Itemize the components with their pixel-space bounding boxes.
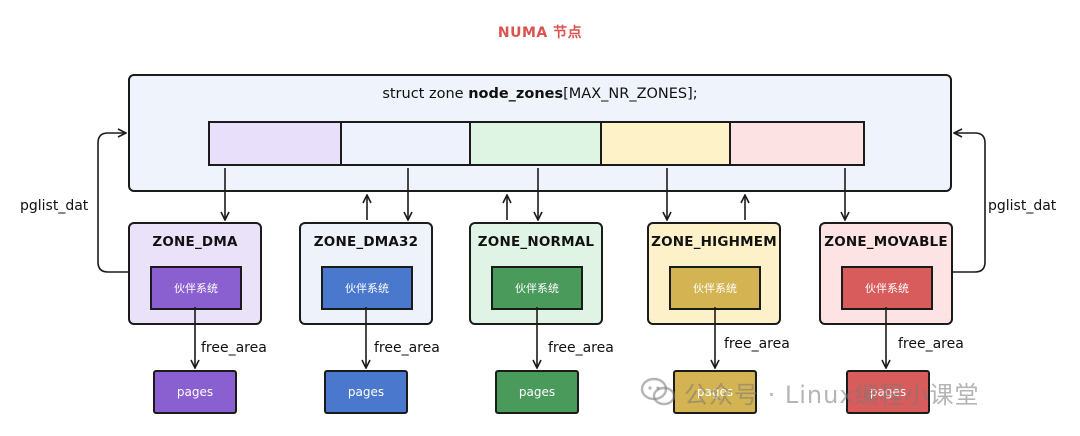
free-area-label-dma32: free_area (374, 340, 440, 356)
buddy-system-box: 伙伴系统 (321, 266, 413, 310)
pglist-loop-left (97, 133, 128, 273)
pglist-dat-label-right: pglist_dat (988, 198, 1057, 214)
array-cell-4 (729, 121, 865, 166)
zone-box-normal: ZONE_NORMAL 伙伴系统 (469, 222, 603, 325)
struct-prefix: struct zone (382, 86, 469, 102)
diagram-title: NUMA 节点 (497, 25, 583, 41)
pages-box-highmem: pages (673, 370, 757, 414)
free-area-label-movable: free_area (898, 336, 964, 352)
buddy-system-box: 伙伴系统 (150, 266, 242, 310)
zone-name: ZONE_NORMAL (477, 234, 595, 250)
pages-box-movable: pages (846, 370, 930, 414)
struct-suffix: [MAX_NR_ZONES]; (563, 86, 698, 102)
zone-name: ZONE_MOVABLE (824, 234, 948, 250)
buddy-system-box: 伙伴系统 (841, 266, 933, 310)
pages-box-normal: pages (495, 370, 579, 414)
array-cell-0 (208, 121, 342, 166)
pglist-dat-label-left: pglist_dat (20, 198, 89, 214)
array-cell-1 (340, 121, 471, 166)
struct-field-name: node_zones (468, 86, 564, 102)
buddy-system-box: 伙伴系统 (669, 266, 761, 310)
zone-name: ZONE_DMA (152, 234, 238, 250)
zone-name: ZONE_DMA32 (313, 234, 419, 250)
struct-declaration: struct zone node_zones[MAX_NR_ZONES]; (128, 86, 952, 102)
free-area-label-dma: free_area (201, 340, 267, 356)
free-area-label-normal: free_area (548, 340, 614, 356)
array-cell-3 (600, 121, 731, 166)
free-area-label-highmem: free_area (724, 336, 790, 352)
zone-box-highmem: ZONE_HIGHMEM 伙伴系统 (647, 222, 781, 325)
zone-name: ZONE_HIGHMEM (651, 234, 777, 250)
pages-box-dma32: pages (324, 370, 408, 414)
pages-box-dma: pages (153, 370, 237, 414)
buddy-system-box: 伙伴系统 (491, 266, 583, 310)
pglist-loop-right (952, 133, 986, 273)
